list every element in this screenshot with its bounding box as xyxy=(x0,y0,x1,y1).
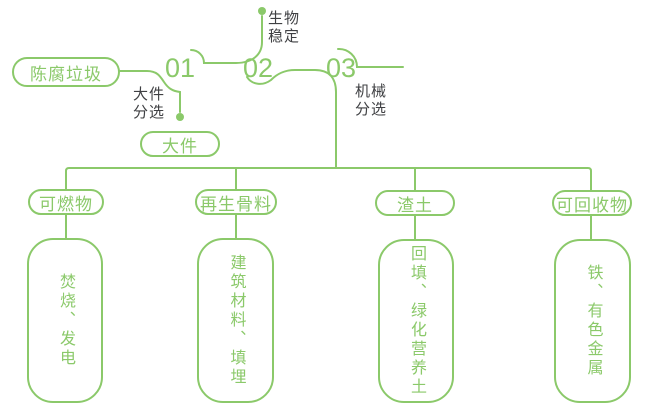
line-step03-stub xyxy=(337,47,404,68)
branch-detail-slag-soil-text: 回填、绿化营养土 xyxy=(408,245,425,397)
branch-node-recycled-aggregate: 再生骨料 xyxy=(195,189,277,215)
source-node: 陈腐垃圾 xyxy=(12,57,120,87)
step-label-bulky-sorting-line1: 大件 xyxy=(133,86,166,103)
bulky-items-label: 大件 xyxy=(162,136,198,156)
branch-detail-recycled-aggregate: 建筑材料、填埋 xyxy=(197,238,274,403)
step-label-mechanical-sorting-line1: 机械 xyxy=(355,83,388,100)
source-node-label: 陈腐垃圾 xyxy=(30,64,102,84)
branch-detail-slag-soil: 回填、绿化营养土 xyxy=(378,239,454,403)
step-label-bio-stabilization-line2: 稳定 xyxy=(268,28,301,45)
branch-node-recyclables-label: 可回收物 xyxy=(556,195,628,215)
branch-detail-recycled-aggregate-text: 建筑材料、填埋 xyxy=(227,254,245,387)
branch-node-slag-soil: 渣土 xyxy=(375,190,455,216)
step-label-mechanical-sorting-line2: 分选 xyxy=(355,101,388,118)
branch-node-combustibles-label: 可燃物 xyxy=(39,194,93,214)
step-number-01: 01 xyxy=(164,53,196,83)
line-step01-to-step02 xyxy=(190,15,263,64)
step-label-bulky-sorting-line2: 分选 xyxy=(133,104,166,121)
branch-rail xyxy=(65,167,592,192)
branch-detail-recyclables-text: 铁、有色金属 xyxy=(584,264,602,378)
branch-detail-combustibles-text: 焚烧、发电 xyxy=(57,273,74,368)
line-source-to-step01 xyxy=(119,70,181,113)
step-label-bulky-sorting: 大件 分选 xyxy=(133,86,165,122)
dot-bulky-drop xyxy=(176,113,184,121)
branch-detail-recyclables: 铁、有色金属 xyxy=(554,239,631,403)
step-label-mechanical-sorting: 机械 分选 xyxy=(355,83,387,119)
dot-bio-stabilization xyxy=(258,7,266,15)
bulky-items-node: 大件 xyxy=(140,131,220,157)
branch-node-recyclables: 可回收物 xyxy=(552,190,632,216)
step-number-03: 03 xyxy=(325,53,357,83)
step-number-02: 02 xyxy=(242,53,274,83)
branch-node-combustibles: 可燃物 xyxy=(28,189,104,215)
branch-node-recycled-aggregate-label: 再生骨料 xyxy=(200,194,272,214)
step-label-bio-stabilization-line1: 生物 xyxy=(268,10,301,27)
branch-detail-combustibles: 焚烧、发电 xyxy=(27,238,103,403)
branch-node-slag-soil-label: 渣土 xyxy=(397,195,433,215)
step-label-bio-stabilization: 生物 稳定 xyxy=(268,10,300,46)
line-step02-to-step03 xyxy=(246,69,337,169)
